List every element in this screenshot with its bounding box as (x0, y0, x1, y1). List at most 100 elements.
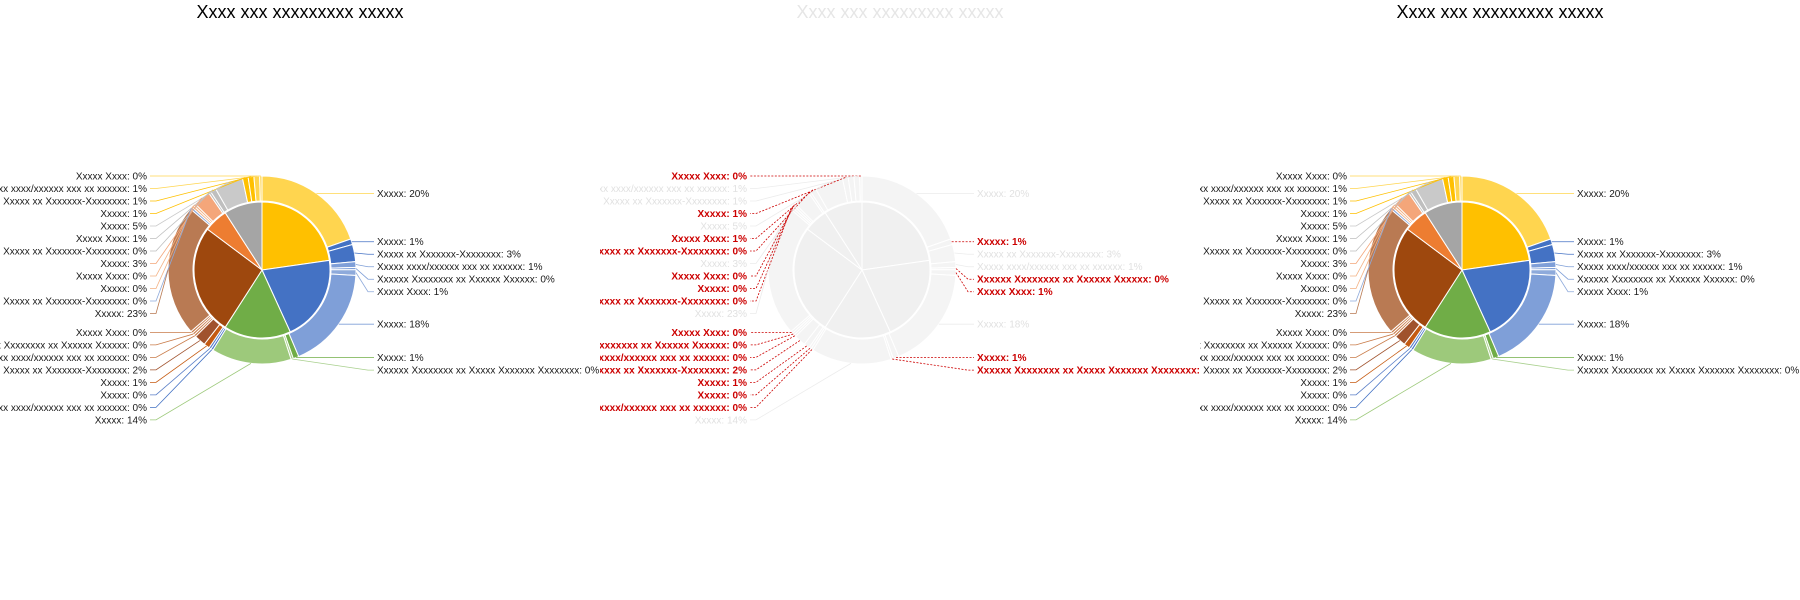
leader-line-17 (150, 270, 169, 314)
slice-label-4: Xxxxxx Xxxxxxxx xx Xxxxxx Xxxxxx: 0% (1577, 275, 1755, 286)
slice-label-12: Xxxxx: 1% (1300, 378, 1347, 389)
leader-line-4 (1555, 268, 1574, 280)
inner-slice-2 (224, 268, 291, 339)
slice-label-7: Xxxxx: 1% (977, 353, 1027, 364)
slice-label-10: Xxxxx xxxx/xxxxxx xxx xx xxxxxx: 0% (1200, 403, 1347, 414)
chart-title-3: Xxxx xxx xxxxxxxxx xxxxx (1396, 2, 1604, 22)
leader-line-20 (1350, 204, 1395, 277)
leader-line-2 (954, 252, 974, 255)
leader-line-19 (1350, 206, 1394, 289)
slice-label-28: Xxxxx Xxxx: 0% (671, 172, 747, 183)
slice-label-15: Xxxxxx Xxxxxxxx xx Xxxxxx Xxxxxx: 0% (600, 340, 747, 351)
slice-label-24: Xxxxx: 5% (100, 222, 147, 233)
donut-chart-1: Xxxxx: 20%Xxxxx: 1%Xxxxx xx Xxxxxxx-Xxxx… (0, 172, 599, 427)
leader-line-8 (892, 358, 974, 371)
donut-group (1367, 175, 1557, 365)
slice-label-3: Xxxxx xxxx/xxxxxx xxx xx xxxxxx: 1% (377, 262, 543, 273)
leader-line-8 (1492, 358, 1574, 371)
slice-label-5: Xxxxx Xxxx: 1% (377, 287, 448, 298)
slice-label-20: Xxxxx Xxxx: 0% (76, 272, 147, 283)
slice-label-8: Xxxxxx Xxxxxxxx xx Xxxxx Xxxxxxx Xxxxxxx… (1577, 366, 1799, 377)
leader-line-27 (1350, 175, 1457, 189)
slice-label-11: Xxxxx: 0% (1300, 390, 1347, 401)
slice-label-2: Xxxxx xx Xxxxxxx-Xxxxxxxx: 3% (377, 250, 521, 261)
slice-label-23: Xxxxx Xxxx: 1% (1276, 234, 1347, 245)
outer-slice-28 (1459, 175, 1463, 202)
slice-label-25: Xxxxx: 1% (698, 209, 748, 220)
leader-line-25 (1350, 177, 1446, 214)
donut-chart-2: Xxxxx: 20%Xxxxx: 1%Xxxxx xx Xxxxxxx-Xxxx… (600, 172, 1200, 427)
inner-slice-0 (861, 201, 930, 271)
label-group: Xxxxx: 20%Xxxxx: 1%Xxxxx xx Xxxxxxx-Xxxx… (1200, 172, 1799, 427)
leader-line-15 (750, 333, 794, 346)
leader-line-4 (355, 268, 374, 280)
chart-title-1: Xxxx xxx xxxxxxxxx xxxxx (196, 2, 404, 22)
leader-line-12 (750, 345, 807, 383)
chart-panel-1: Xxxx xxx xxxxxxxxx xxxxx Xxxxx: 20%Xxxxx… (0, 0, 600, 600)
slice-label-3: Xxxxx xxxx/xxxxxx xxx xx xxxxxx: 1% (1577, 262, 1743, 273)
slice-label-15: Xxxxxx Xxxxxxxx xx Xxxxxx Xxxxxx: 0% (0, 340, 147, 351)
leader-line-25 (150, 177, 246, 214)
leader-line-8 (292, 358, 374, 371)
slice-label-13: Xxxxx xx Xxxxxxx-Xxxxxxxx: 2% (3, 365, 147, 376)
slice-label-16: Xxxxx Xxxx: 0% (1276, 328, 1347, 339)
slice-label-28: Xxxxx Xxxx: 0% (1276, 172, 1347, 183)
leader-line-13 (150, 340, 201, 371)
leader-line-3 (955, 264, 974, 268)
leader-line-13 (750, 340, 801, 371)
slice-label-1: Xxxxx: 1% (977, 237, 1027, 248)
leader-line-26 (150, 176, 252, 202)
leader-line-10 (1350, 349, 1413, 408)
slice-label-21: Xxxxx: 3% (1300, 259, 1347, 270)
slice-label-24: Xxxxx: 5% (1300, 222, 1347, 233)
slice-label-16: Xxxxx Xxxx: 0% (76, 328, 147, 339)
inner-slice-3 (1393, 228, 1463, 328)
slice-label-6: Xxxxx: 18% (977, 320, 1029, 331)
inner-slice-2 (824, 268, 891, 339)
slice-label-17: Xxxxx: 23% (95, 309, 147, 320)
slice-label-1: Xxxxx: 1% (377, 237, 424, 248)
leader-line-14 (150, 335, 196, 358)
leader-line-25 (750, 177, 846, 214)
leader-line-27 (150, 175, 257, 189)
inner-slice-0 (261, 201, 330, 271)
inner-slice-0 (1461, 201, 1530, 271)
inner-slice-5 (1424, 201, 1463, 272)
leader-line-10 (750, 349, 813, 408)
leader-line-10 (150, 349, 213, 408)
leader-line-12 (150, 345, 207, 383)
slice-label-12: Xxxxx: 1% (698, 378, 748, 389)
slice-label-24: Xxxxx: 5% (700, 222, 747, 233)
leader-line-15 (150, 333, 194, 346)
inner-slice-1 (261, 259, 331, 333)
leader-line-15 (1350, 333, 1394, 346)
slice-label-0: Xxxxx: 20% (977, 189, 1029, 200)
slice-label-16: Xxxxx Xxxx: 0% (671, 328, 747, 339)
slice-label-27: Xxxxx xxxx/xxxxxx xxx xx xxxxxx: 1% (1200, 184, 1347, 195)
inner-slice-1 (861, 259, 931, 333)
slice-label-11: Xxxxx: 0% (100, 390, 147, 401)
leader-line-3 (1555, 264, 1574, 268)
leader-line-9 (150, 363, 252, 421)
slice-label-27: Xxxxx xxxx/xxxxxx xxx xx xxxxxx: 1% (0, 184, 147, 195)
slice-label-2: Xxxxx xx Xxxxxxx-Xxxxxxxx: 3% (977, 250, 1121, 261)
leader-line-20 (150, 204, 195, 277)
inner-slice-3 (193, 228, 263, 328)
leader-line-27 (750, 175, 857, 189)
leader-line-11 (750, 347, 811, 396)
leader-line-18 (150, 207, 192, 302)
outer-slice-28 (259, 175, 263, 202)
slice-label-13: Xxxxx xx Xxxxxxx-Xxxxxxxx: 2% (600, 365, 747, 376)
slice-label-18: Xxxxx xx Xxxxxxx-Xxxxxxxx: 0% (600, 297, 747, 308)
leader-line-12 (1350, 345, 1407, 383)
slice-label-4: Xxxxxx Xxxxxxxx xx Xxxxxx Xxxxxx: 0% (977, 275, 1169, 286)
inner-slice-5 (824, 201, 863, 272)
slice-label-9: Xxxxx: 14% (1295, 415, 1347, 426)
leader-line-18 (1350, 207, 1392, 302)
slice-label-23: Xxxxx Xxxx: 1% (671, 234, 747, 245)
slice-label-26: Xxxxx xx Xxxxxxx-Xxxxxxxx: 1% (603, 197, 747, 208)
slice-label-22: Xxxxx xx Xxxxxxx-Xxxxxxxx: 0% (3, 247, 147, 258)
slice-label-11: Xxxxx: 0% (698, 390, 748, 401)
slice-label-18: Xxxxx xx Xxxxxxx-Xxxxxxxx: 0% (1203, 297, 1347, 308)
slice-label-25: Xxxxx: 1% (1300, 209, 1347, 220)
